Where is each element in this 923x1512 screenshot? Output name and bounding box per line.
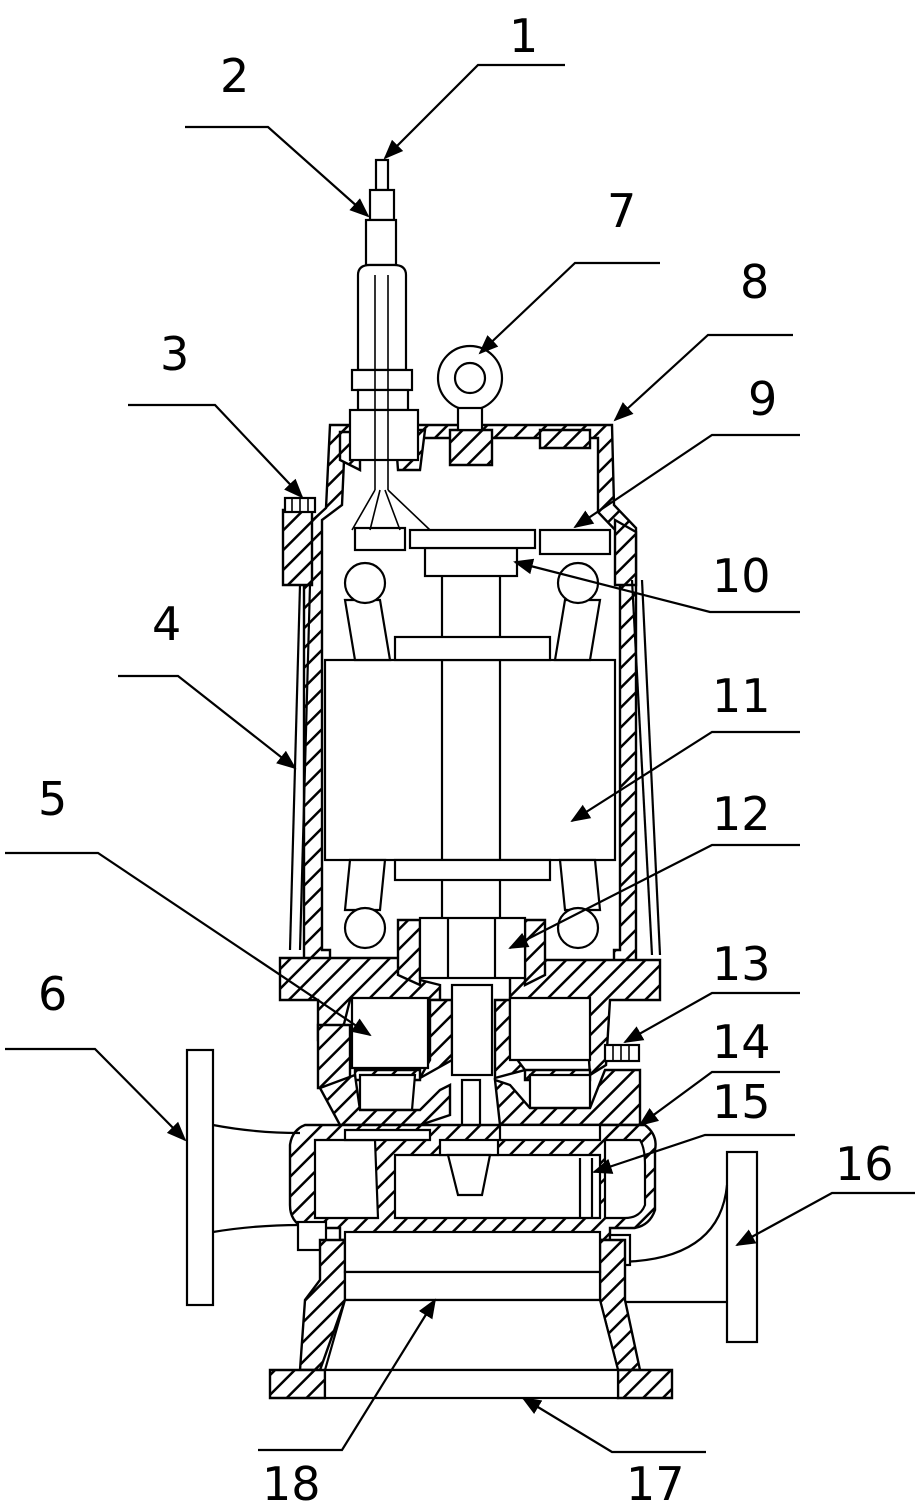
lower-bearing xyxy=(418,916,527,980)
label-15: 15 xyxy=(712,1075,771,1129)
bolt-3 xyxy=(283,496,317,514)
label-17: 17 xyxy=(626,1457,685,1511)
bolt-13 xyxy=(603,1043,641,1063)
suction-base xyxy=(268,1230,674,1400)
label-3: 3 xyxy=(160,327,189,381)
label-16: 16 xyxy=(835,1137,894,1191)
label-9: 9 xyxy=(748,372,777,426)
label-1: 1 xyxy=(509,9,538,63)
label-8: 8 xyxy=(740,255,769,309)
label-12: 12 xyxy=(712,787,771,841)
label-2: 2 xyxy=(220,49,249,103)
stator-rotor xyxy=(323,561,617,950)
label-4: 4 xyxy=(152,597,181,651)
outlet-flange-left xyxy=(185,1048,328,1307)
label-5: 5 xyxy=(38,772,67,826)
label-18: 18 xyxy=(262,1457,321,1511)
label-10: 10 xyxy=(712,549,771,603)
lifting-ring xyxy=(436,344,504,432)
upper-bearing xyxy=(353,526,612,578)
oil-chamber xyxy=(318,996,642,1127)
callout-labels: 1 2 3 4 5 6 7 8 9 10 11 12 13 14 15 16 1… xyxy=(38,9,894,1511)
label-14: 14 xyxy=(712,1015,771,1069)
label-13: 13 xyxy=(712,937,771,991)
impeller xyxy=(343,1123,602,1218)
label-6: 6 xyxy=(38,967,67,1021)
leader-lines xyxy=(5,63,915,1454)
pump-casing xyxy=(288,1123,657,1242)
label-11: 11 xyxy=(712,669,771,723)
cable-gland xyxy=(348,158,431,531)
label-7: 7 xyxy=(607,184,636,238)
